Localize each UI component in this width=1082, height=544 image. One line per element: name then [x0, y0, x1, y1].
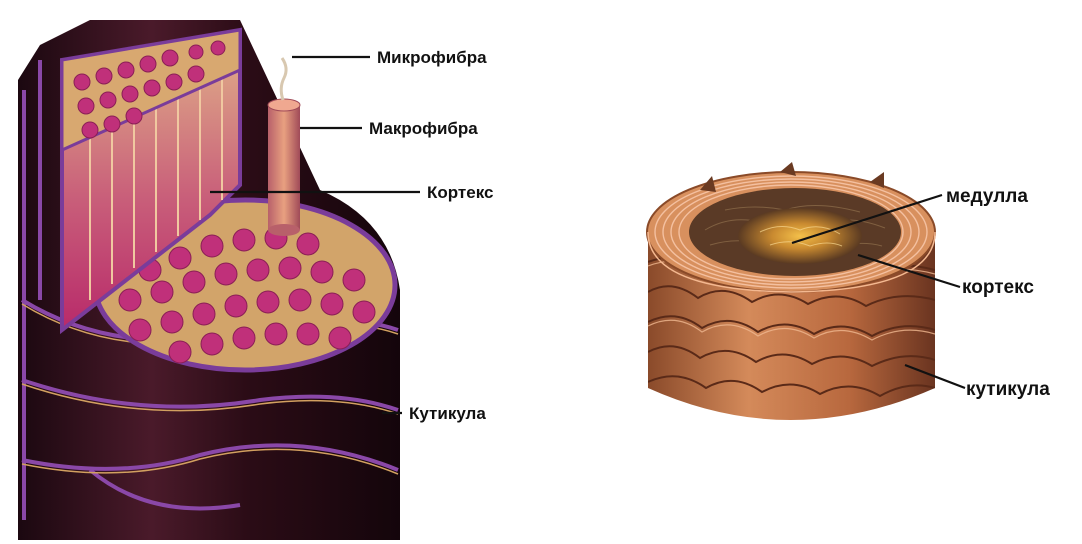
left-hair-cross-section: [18, 20, 400, 540]
label-cuticle-right: кутикула: [966, 379, 1050, 400]
label-medulla: медулла: [946, 186, 1028, 207]
label-cuticle-left: Кутикула: [409, 404, 486, 423]
label-macrofibril: Макрофибра: [369, 119, 478, 138]
right-hair-cylinder: [647, 162, 935, 420]
label-microfibril: Микрофибра: [377, 48, 487, 67]
right-medulla: [738, 208, 862, 264]
label-cortex-right: кортекс: [962, 277, 1034, 298]
label-cortex-left: Кортекс: [427, 183, 493, 202]
left-microfibril-thread: [281, 58, 286, 100]
left-macrofibril-rod: [268, 105, 300, 230]
